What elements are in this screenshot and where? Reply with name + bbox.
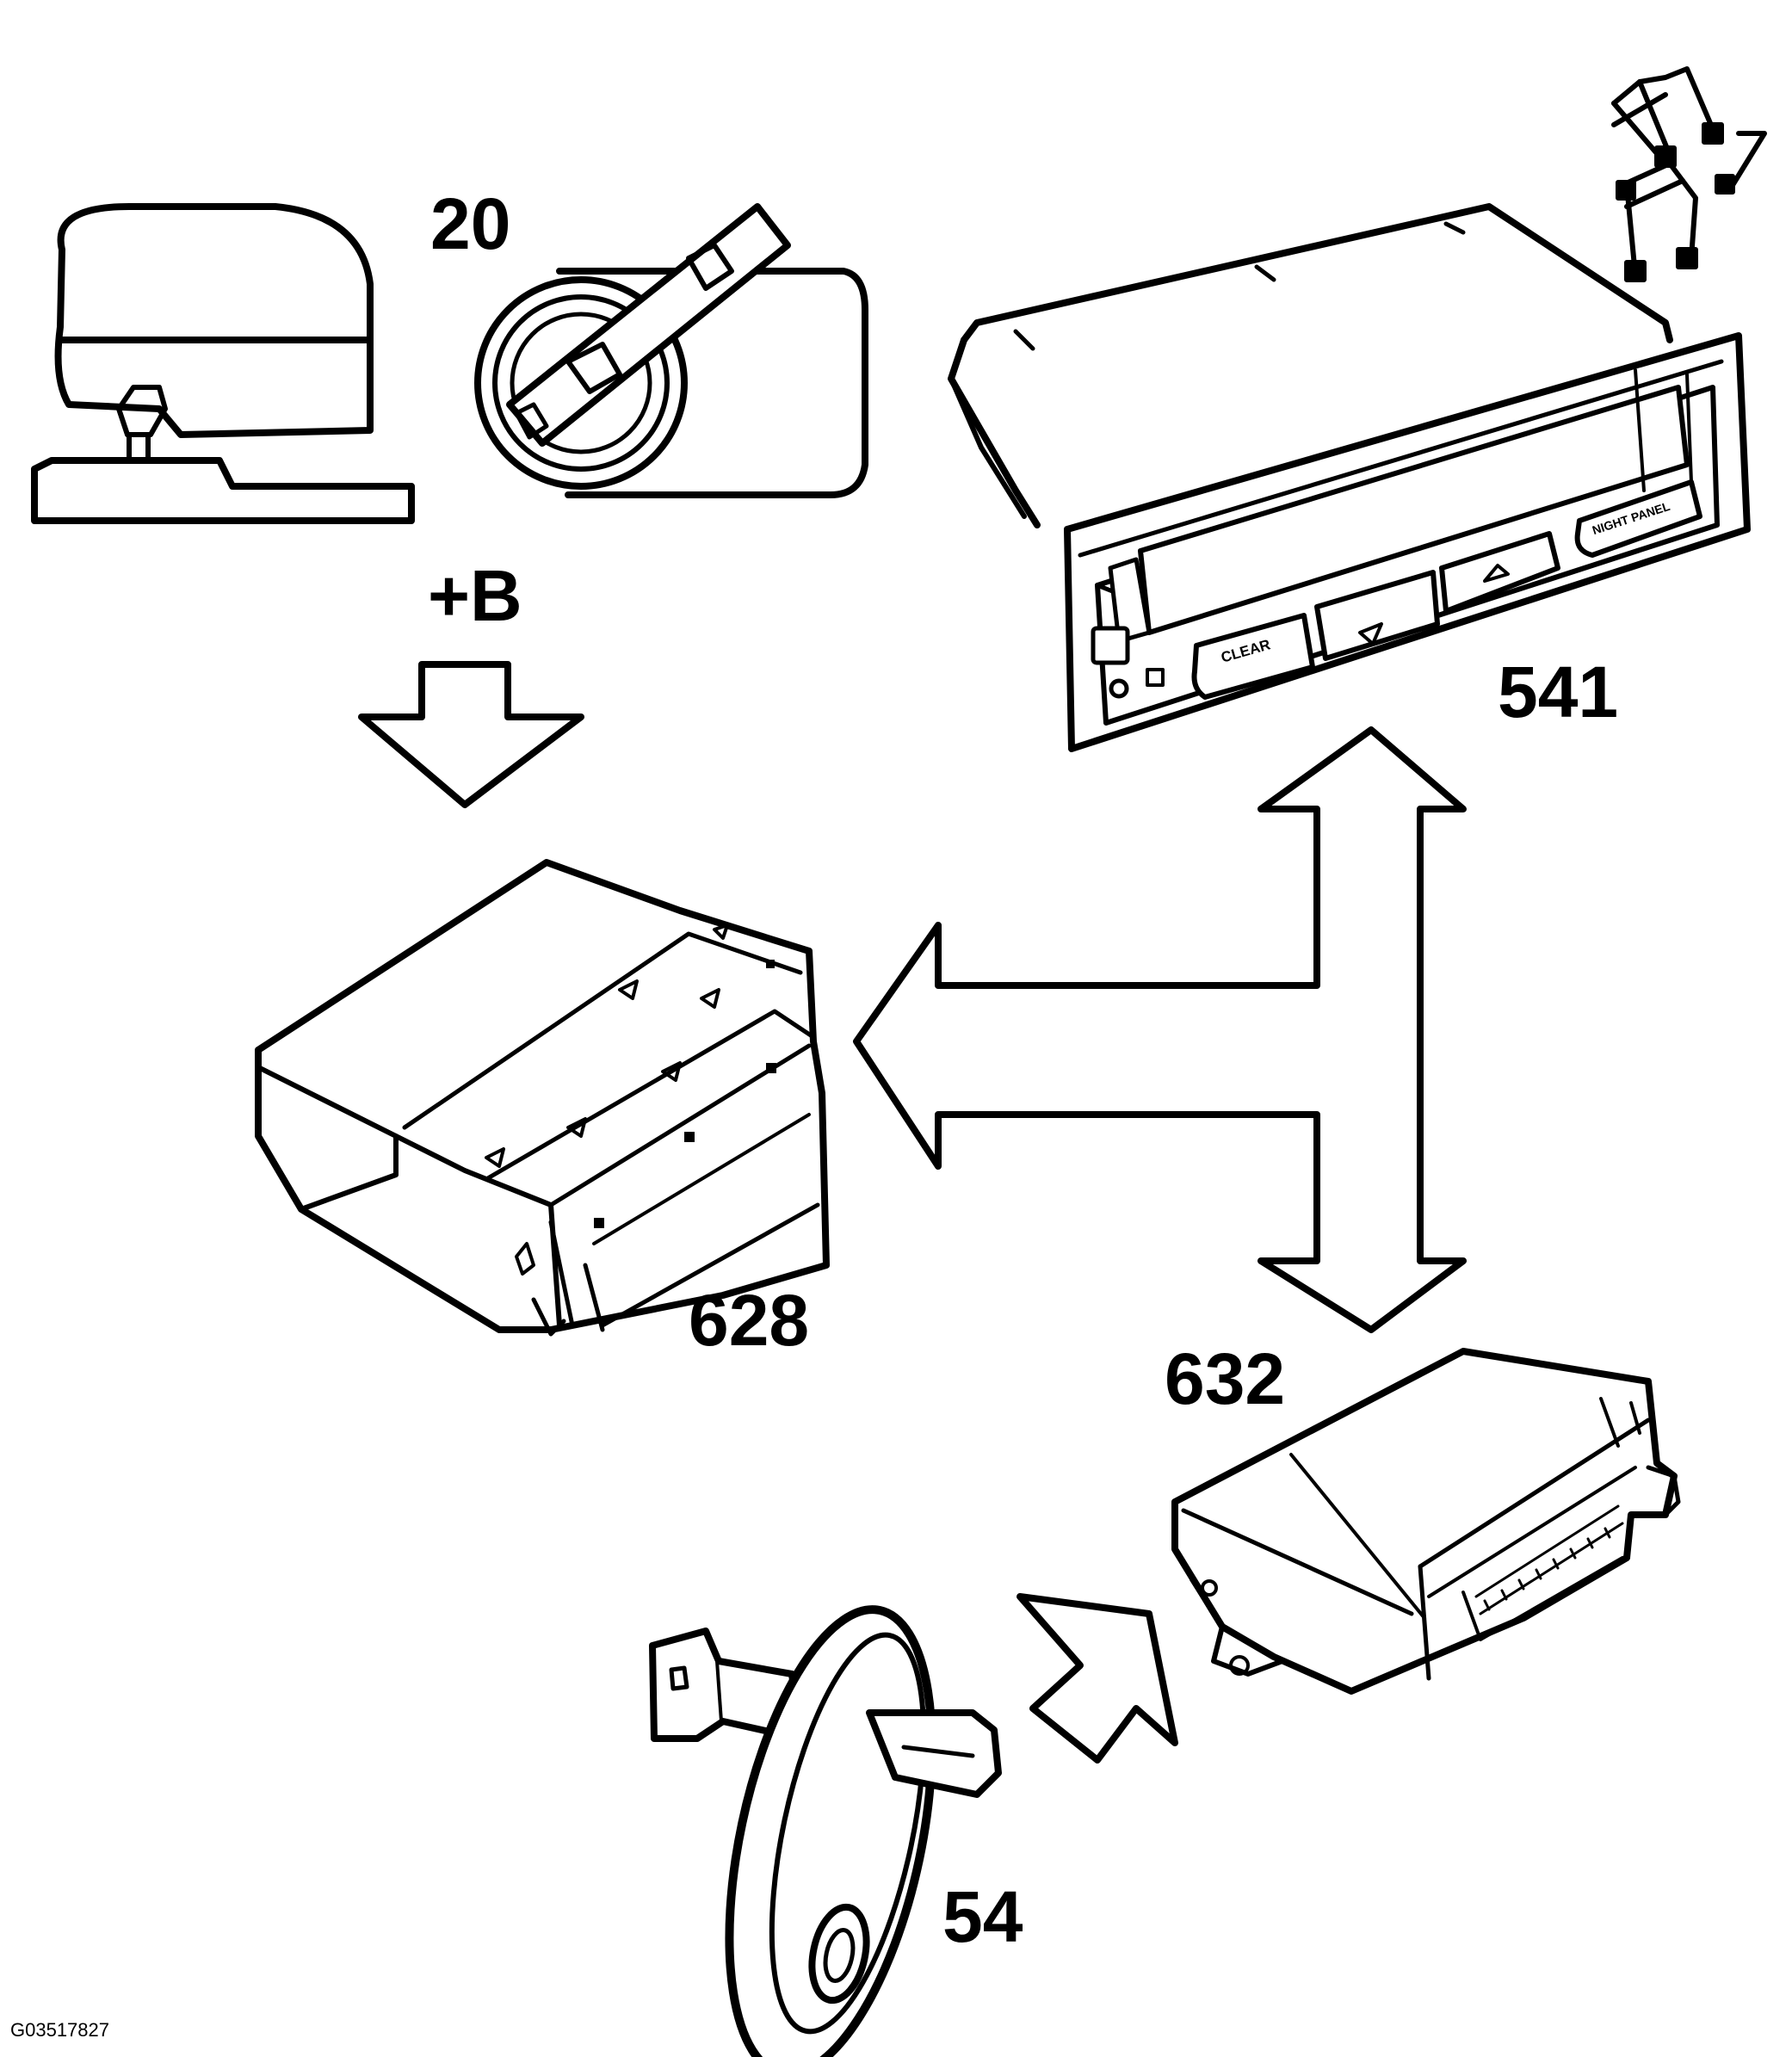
display-unit-541-illustration [948,203,1751,752]
signal-arrow-diagonal [1016,1593,1178,1764]
label-battery-plus: +B [428,555,522,636]
label-541: 541 [1498,652,1619,732]
label-632: 632 [1165,1338,1286,1419]
ignition-switch-20-illustration [474,203,868,498]
chime-music-notes-icon [1611,66,1767,282]
label-20: 20 [430,183,511,264]
control-module-632-illustration [1171,1348,1681,1695]
figure-reference: G03517827 [10,2019,109,2041]
ignition-lock-illustration [31,203,415,524]
supply-arrow-down [358,661,584,808]
data-link-arrow [853,726,1467,1333]
control-module-628-illustration [255,859,830,1337]
door-switch-54-illustration [649,1605,1002,2057]
label-54: 54 [942,1876,1023,1957]
label-628: 628 [689,1280,810,1361]
